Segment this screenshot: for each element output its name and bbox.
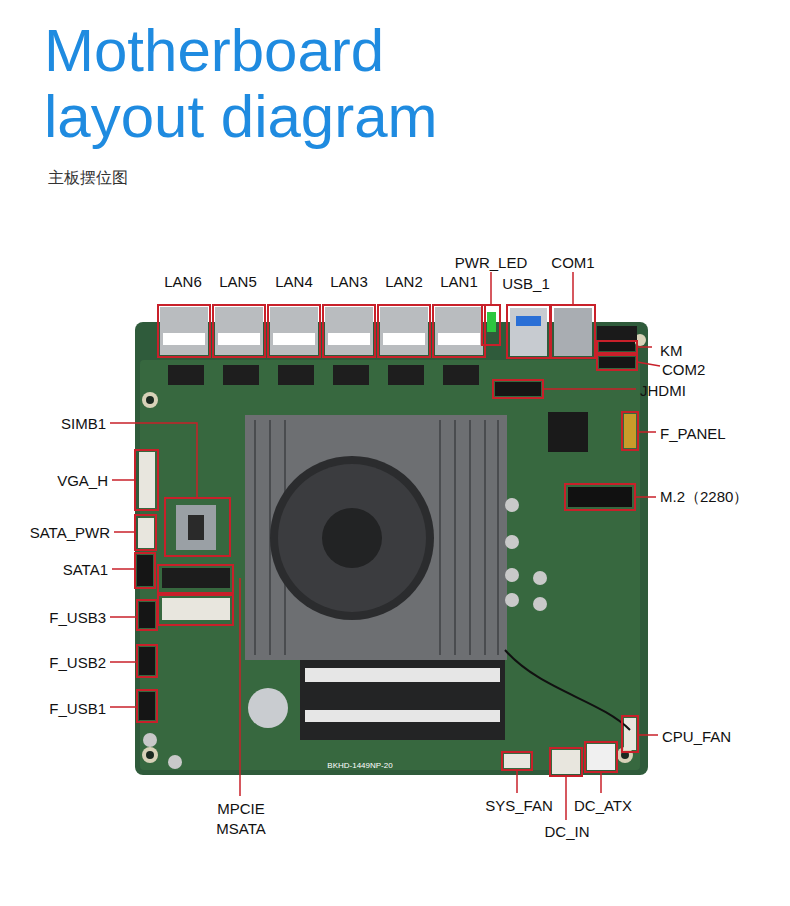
part-label: COM1 bbox=[551, 254, 594, 271]
page-title: Motherboard layout diagram bbox=[44, 18, 514, 150]
part-label: CPU_FAN bbox=[662, 728, 731, 745]
part-label: COM2 bbox=[662, 361, 705, 378]
part-label: F_PANEL bbox=[660, 425, 726, 442]
part-label: F_USB2 bbox=[49, 654, 106, 671]
part-label: F_USB3 bbox=[49, 609, 106, 626]
part-label: VGA_H bbox=[57, 472, 108, 489]
part-label: DC_ATX bbox=[574, 797, 632, 814]
callout-boxes bbox=[135, 305, 638, 776]
lan-chips bbox=[168, 365, 479, 385]
part-label: BKHD-1449NP-20 bbox=[327, 761, 392, 770]
part-label: LAN2 bbox=[385, 273, 423, 290]
part-label: MSATA bbox=[216, 820, 265, 837]
part-label: LAN6 bbox=[164, 273, 202, 290]
com-port bbox=[554, 308, 592, 356]
ram-slot bbox=[300, 660, 505, 740]
mount-holes bbox=[142, 334, 646, 763]
part-label: SATA_PWR bbox=[30, 524, 110, 541]
leader-lines bbox=[110, 272, 660, 820]
chip bbox=[548, 412, 588, 452]
led bbox=[487, 312, 496, 332]
subtitle: 主板摆位图 bbox=[48, 168, 128, 189]
headers bbox=[137, 342, 636, 774]
fan bbox=[270, 456, 434, 620]
part-label: MPCIE bbox=[217, 800, 265, 817]
pcb-area bbox=[140, 360, 640, 770]
sim-slot bbox=[176, 505, 216, 550]
pcb bbox=[135, 322, 648, 775]
part-label: SYS_FAN bbox=[485, 797, 553, 814]
part-label: M.2（2280） bbox=[660, 488, 748, 507]
part-label: LAN5 bbox=[219, 273, 257, 290]
part-label: SIMB1 bbox=[61, 415, 106, 432]
lan-ports bbox=[160, 307, 483, 355]
part-label: SATA1 bbox=[63, 561, 108, 578]
part-label: F_USB1 bbox=[49, 700, 106, 717]
battery bbox=[248, 688, 288, 728]
part-label: LAN3 bbox=[330, 273, 368, 290]
part-label: LAN1 bbox=[440, 273, 478, 290]
part-label: JHDMI bbox=[640, 382, 686, 399]
part-label: PWR_LED bbox=[455, 254, 528, 271]
part-label: DC_IN bbox=[544, 823, 589, 840]
part-label: USB_1 bbox=[502, 275, 550, 292]
heatsink bbox=[245, 415, 507, 660]
capacitors bbox=[143, 498, 547, 769]
part-label: LAN4 bbox=[275, 273, 313, 290]
usb-port bbox=[510, 308, 547, 356]
part-label: KM bbox=[660, 342, 683, 359]
